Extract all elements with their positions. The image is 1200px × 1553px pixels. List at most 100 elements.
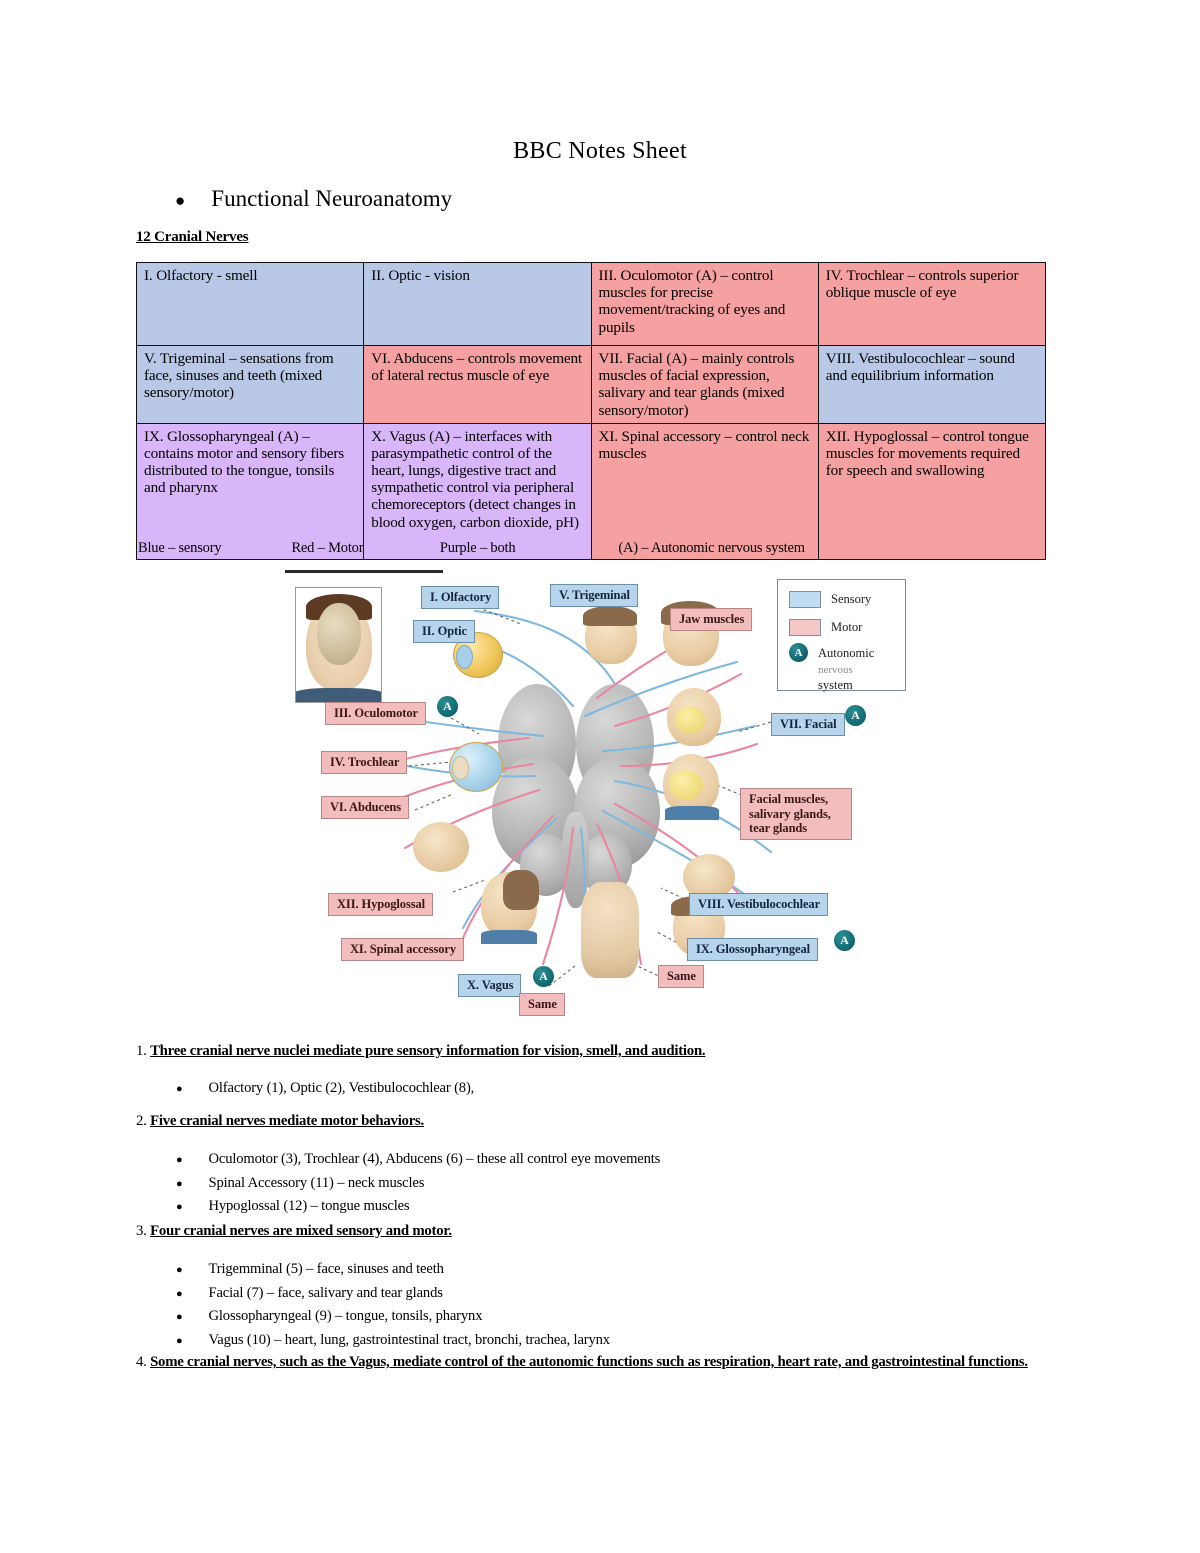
note-3: 3. Four cranial nerves are mixed sensory…: [136, 1223, 452, 1240]
table-color-key: Blue – sensory Red – Motor Purple – both…: [138, 540, 1048, 557]
autonomic-badge-glossopharyngeal: A: [834, 930, 855, 951]
note-4-number: 4.: [136, 1354, 147, 1370]
table-cell-nerve-12: XII. Hypoglossal – control tongue muscle…: [817, 422, 1047, 560]
section-heading-label: Functional Neuroanatomy: [211, 186, 453, 211]
cranial-nerve-table: I. Olfactory - smell II. Optic - vision …: [135, 262, 1047, 560]
diagram-label-vestibulocochlear: VIII. Vestibulocochlear: [689, 893, 829, 916]
list-item-label: Hypoglossal (12) – tongue muscles: [208, 1198, 410, 1215]
list-item: ● Trigemminal (5) – face, sinuses and te…: [176, 1258, 610, 1282]
table-cell-nerve-2: II. Optic - vision: [363, 262, 592, 346]
table-row: V. Trigeminal – sensations from face, si…: [135, 345, 1047, 424]
diagram-label-hypoglossal: XII. Hypoglossal: [328, 893, 434, 916]
shoulder-shape: [296, 688, 381, 702]
legend-autonomic-line2: nervous: [818, 664, 853, 676]
key-red: Red – Motor: [291, 540, 364, 556]
diagram-label-spinal-accessory: XI. Spinal accessory: [341, 938, 464, 961]
diagram-label-facial-targets: Facial muscles, salivary glands, tear gl…: [740, 788, 852, 840]
diagram-label-vagus-same: Same: [519, 993, 565, 1016]
bullet-dot-icon: ●: [176, 1311, 183, 1324]
autonomic-badge-vagus: A: [533, 966, 554, 987]
legend-row-autonomic: A Autonomic nervous system: [789, 643, 874, 693]
eyeball-illustration-lower: [449, 742, 503, 792]
table-cell-nerve-4: IV. Trochlear – controls superior obliqu…: [817, 262, 1047, 346]
bullet-dot-icon: ●: [176, 1264, 183, 1276]
table-cell-nerve-6: VI. Abducens – controls movement of late…: [363, 345, 592, 424]
list-item: ● Oculomotor (3), Trochlear (4), Abducen…: [176, 1148, 660, 1172]
legend-autonomic-line1: Autonomic: [818, 646, 875, 660]
list-item-label: Facial (7) – face, salivary and tear gla…: [208, 1284, 443, 1301]
subsection-label: 12 Cranial Nerves: [136, 229, 249, 245]
table-cell-nerve-9: IX. Glossopharyngeal (A) – contains moto…: [135, 422, 365, 560]
collar-shape: [665, 806, 719, 820]
note-2-bullets: ● Oculomotor (3), Trochlear (4), Abducen…: [176, 1148, 660, 1219]
note-1-statement: Three cranial nerve nuclei mediate pure …: [150, 1043, 706, 1059]
list-item: ● Vagus (10) – heart, lung, gastrointest…: [176, 1329, 610, 1353]
diagram-label-olfactory: I. Olfactory: [421, 586, 500, 609]
note-1: 1. Three cranial nerve nuclei mediate pu…: [136, 1043, 706, 1060]
list-item: ● Hypoglossal (12) – tongue muscles: [176, 1195, 660, 1219]
legend-row-sensory: Sensory: [789, 591, 871, 608]
table-row: I. Olfactory - smell II. Optic - vision …: [135, 262, 1047, 346]
head-profile-jaw: [667, 688, 721, 746]
note-4: 4. Some cranial nerves, such as the Vagu…: [136, 1352, 1056, 1373]
brain-inferior-shape: [316, 602, 361, 665]
eye-pupil: [452, 756, 469, 781]
table-cell-nerve-7: VII. Facial (A) – mainly controls muscle…: [590, 345, 819, 424]
list-item-label: Trigemminal (5) – face, sinuses and teet…: [208, 1261, 444, 1277]
diagram-label-jaw-muscles: Jaw muscles: [670, 608, 753, 631]
facial-muscle-shape: [669, 770, 703, 800]
table-cell-nerve-1: I. Olfactory - smell: [135, 262, 365, 346]
diagram-label-trochlear: IV. Trochlear: [321, 751, 408, 774]
autonomic-badge-oculomotor: A: [437, 696, 458, 717]
legend-autonomic-label: Autonomic nervous system: [818, 645, 874, 693]
bullet-dot-icon: ●: [176, 1083, 183, 1095]
bullet-dot-icon: ●: [176, 1334, 183, 1347]
note-2: 2. Five cranial nerves mediate motor beh…: [136, 1113, 424, 1130]
figure-legend: Sensory Motor A Autonomic nervous system: [777, 579, 906, 693]
diagram-label-optic: II. Optic: [413, 620, 475, 643]
table-cell-nerve-10: X. Vagus (A) – interfaces with parasympa…: [363, 422, 592, 560]
list-item-label: Spinal Accessory (11) – neck muscles: [208, 1174, 425, 1191]
list-item-label: Glossopharyngeal (9) – tongue, tonsils, …: [208, 1308, 483, 1325]
note-1-bullets: ● Olfactory (1), Optic (2), Vestibulococ…: [176, 1077, 474, 1101]
diagram-label-glossopharyngeal-same: Same: [658, 965, 704, 988]
table-row: IX. Glossopharyngeal (A) – contains moto…: [135, 422, 1047, 560]
head-profile-trigeminal: [583, 606, 637, 664]
bullet-dot-icon: ●: [176, 1201, 183, 1214]
note-3-bullets: ● Trigemminal (5) – face, sinuses and te…: [176, 1258, 610, 1353]
list-item-label: Oculomotor (3), Trochlear (4), Abducens …: [208, 1151, 661, 1167]
list-item: ● Facial (7) – face, salivary and tear g…: [176, 1282, 610, 1306]
collar-shape: [481, 930, 537, 944]
list-item-label: Vagus (10) – heart, lung, gastrointestin…: [208, 1331, 611, 1348]
diagram-label-glossopharyngeal: IX. Glossopharyngeal: [687, 938, 818, 961]
bullet-dot-icon: ●: [175, 191, 186, 210]
note-2-number: 2.: [136, 1113, 147, 1129]
diagram-label-facial: VII. Facial: [771, 713, 845, 736]
page-title: BBC Notes Sheet: [513, 138, 687, 164]
bullet-dot-icon: ●: [176, 1154, 183, 1166]
inner-ear-illustration: [683, 854, 735, 900]
note-3-number: 3.: [136, 1223, 147, 1239]
bullet-dot-icon: ●: [176, 1177, 183, 1190]
legend-motor-label: Motor: [831, 620, 863, 634]
tongue-illustration: [413, 822, 469, 872]
list-item: ● Olfactory (1), Optic (2), Vestibulococ…: [176, 1077, 474, 1101]
hair-shape: [503, 870, 539, 910]
list-item-label: Olfactory (1), Optic (2), Vestibulocochl…: [208, 1080, 475, 1096]
list-item: ● Glossopharyngeal (9) – tongue, tonsils…: [176, 1305, 610, 1329]
legend-autonomic-line3: system: [818, 678, 853, 693]
note-1-number: 1.: [136, 1043, 147, 1059]
autonomic-badge-facial: A: [845, 705, 866, 726]
diagram-label-trigeminal: V. Trigeminal: [550, 584, 638, 607]
head-profile-facial: [663, 754, 719, 820]
note-4-statement: Some cranial nerves, such as the Vagus, …: [150, 1354, 1028, 1370]
table-cell-nerve-3: III. Oculomotor (A) – control muscles fo…: [590, 262, 819, 346]
note-3-statement: Four cranial nerves are mixed sensory an…: [150, 1223, 452, 1239]
head-inferior-view-thumbnail: [295, 587, 382, 703]
figure-divider: [285, 570, 443, 573]
eyeball-illustration: [453, 632, 503, 678]
legend-row-motor: Motor: [789, 619, 862, 636]
table-cell-nerve-11: XI. Spinal accessory – control neck musc…: [590, 422, 819, 560]
hair-shape: [583, 606, 637, 626]
